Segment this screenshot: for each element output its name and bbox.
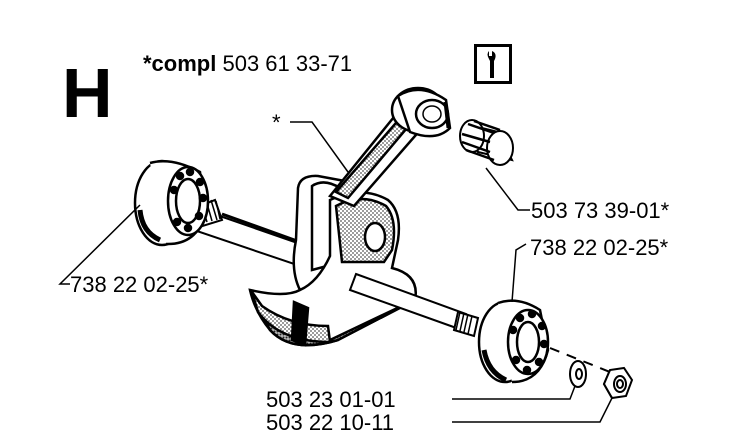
callout-ball-bearing-right: 738 22 02-25*: [530, 235, 669, 260]
compl-part-number: 503 61 33-71: [222, 51, 353, 76]
complete-assembly-label: *compl 503 61 33-71: [143, 52, 352, 76]
callout-nut: 503 22 10-11: [266, 410, 395, 435]
section-letter: H: [62, 54, 113, 132]
asterisk-marker: *: [272, 110, 281, 135]
callout-ball-bearing-left: 738 22 02-25*: [70, 272, 209, 297]
connecting-rod: [327, 86, 452, 208]
callout-washer: 503 23 01-01: [266, 387, 396, 412]
nut: [602, 366, 634, 400]
right-shaft: [348, 272, 480, 338]
needle-bearing: [459, 119, 514, 166]
wrench-icon: [474, 44, 512, 84]
washer: [569, 360, 587, 388]
leader-nut: [452, 397, 613, 423]
wrench-glyph: [487, 51, 496, 78]
leader-lines: [58, 121, 613, 423]
crank-web-front: [248, 191, 417, 347]
callout-needle-bearing: 503 73 39-01*: [531, 198, 670, 223]
compl-prefix: *compl: [143, 51, 217, 76]
leader-asterisk: [290, 121, 349, 173]
ball-bearing-left: [133, 159, 210, 247]
leader-ball-bearing-left: [58, 204, 141, 285]
leader-needle-bearing: [485, 167, 530, 211]
leader-washer: [452, 385, 576, 400]
leader-ball-bearing-right: [511, 243, 527, 303]
ball-bearing-right: [477, 299, 550, 384]
